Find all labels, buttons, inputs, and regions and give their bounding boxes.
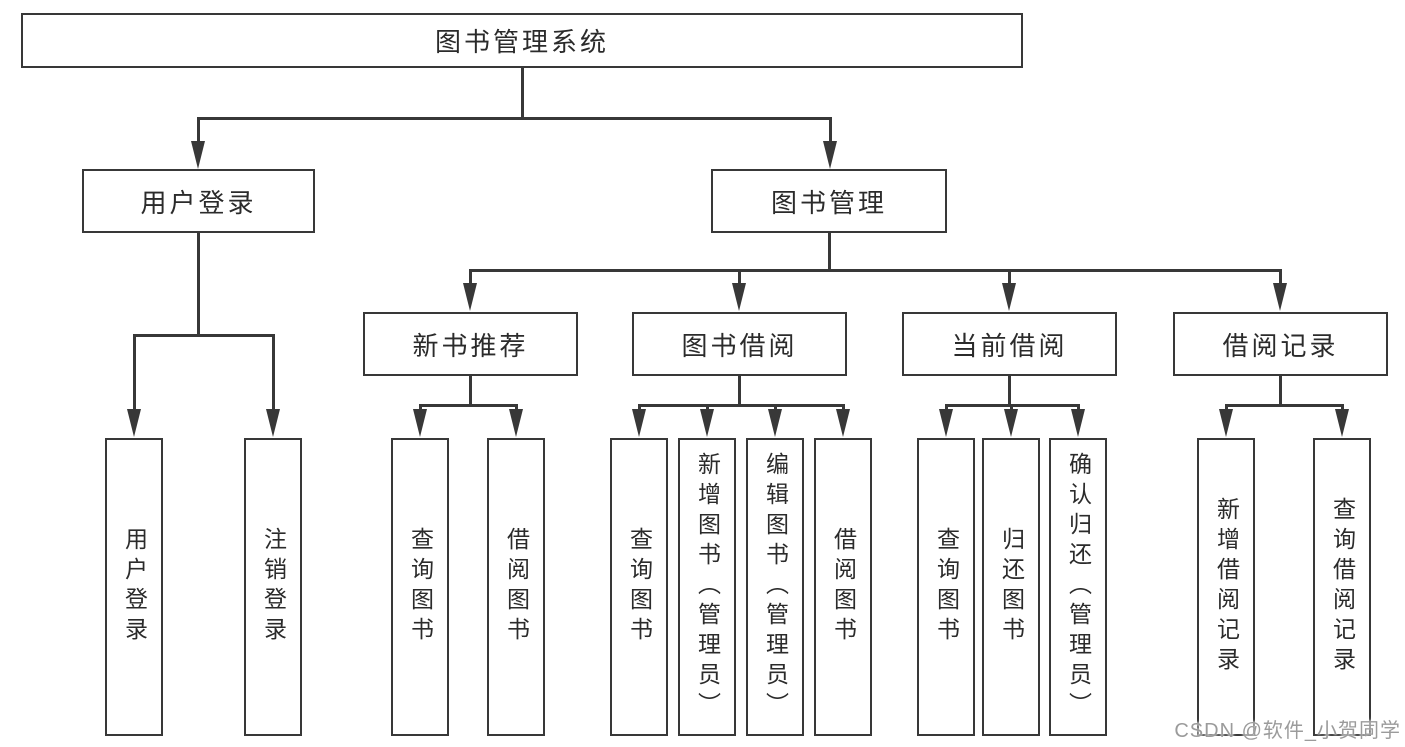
arrow-down-icon (836, 409, 850, 437)
arrow-down-icon (1273, 283, 1287, 311)
leaf-label: 借阅图书 (503, 527, 530, 647)
arrow-down-icon (768, 409, 782, 437)
connector-line (1008, 374, 1011, 405)
arrow-down-icon (732, 283, 746, 311)
node-label: 新书推荐 (412, 330, 529, 361)
arrow-down-icon (191, 141, 205, 169)
node-borrow-records: 借阅记录 (1173, 312, 1388, 376)
connector-line (514, 404, 518, 412)
connector-line (1278, 270, 1282, 286)
connector-line (773, 404, 777, 412)
connector-line (468, 270, 472, 286)
leaf-edit-books-admin: 编辑图书（管理员） (746, 438, 804, 736)
node-book-borrow: 图书借阅 (632, 312, 847, 376)
connector-line (196, 116, 832, 120)
leaf-label: 用户登录 (121, 527, 148, 647)
leaf-borrow-books: 借阅图书 (487, 438, 545, 736)
arrow-down-icon (1002, 283, 1016, 311)
watermark: CSDN @软件_小贺同学 (1174, 720, 1401, 742)
connector-line (196, 231, 200, 335)
arrow-down-icon (463, 283, 477, 311)
arrow-down-icon (823, 141, 837, 169)
leaf-label: 新增图书（管理员） (694, 452, 721, 722)
connector-line (637, 404, 641, 412)
leaf-query-books: 查询图书 (917, 438, 975, 736)
leaf-label: 查询图书 (407, 527, 434, 647)
connector-line (418, 403, 518, 407)
connector-line (520, 67, 524, 118)
connector-line (944, 404, 948, 412)
leaf-label: 查询借阅记录 (1329, 497, 1356, 677)
node-user-login: 用户登录 (82, 169, 315, 233)
leaf-query-books: 查询图书 (610, 438, 668, 736)
leaf-query-books: 查询图书 (391, 438, 449, 736)
arrow-down-icon (266, 409, 280, 437)
leaf-label: 注销登录 (260, 527, 287, 647)
arrow-down-icon (1219, 409, 1233, 437)
arrow-down-icon (509, 409, 523, 437)
leaf-label: 借阅图书 (830, 527, 857, 647)
arrow-down-icon (1335, 409, 1349, 437)
leaf-label: 编辑图书（管理员） (762, 452, 789, 722)
leaf-add-borrow-record: 新增借阅记录 (1197, 438, 1255, 736)
leaf-user-login: 用户登录 (105, 438, 163, 736)
connector-line (828, 117, 832, 145)
node-root: 图书管理系统 (21, 13, 1023, 68)
connector-line (1340, 404, 1344, 412)
connector-line (1009, 404, 1013, 412)
connector-line (469, 374, 472, 405)
connector-line (196, 117, 200, 145)
node-label: 图书借阅 (681, 330, 798, 361)
leaf-label: 新增借阅记录 (1213, 497, 1240, 677)
connector-line (271, 335, 275, 409)
leaf-confirm-return-admin: 确认归还（管理员） (1049, 438, 1107, 736)
arrow-down-icon (413, 409, 427, 437)
arrow-down-icon (1071, 409, 1085, 437)
connector-line (132, 335, 136, 409)
node-root-label: 图书管理系统 (434, 27, 609, 57)
leaf-label: 查询图书 (933, 527, 960, 647)
node-new-book-recommend: 新书推荐 (363, 312, 578, 376)
connector-line (827, 231, 831, 270)
connector-line (468, 268, 1282, 272)
arrow-down-icon (700, 409, 714, 437)
connector-line (1279, 374, 1282, 405)
connector-line (1224, 404, 1228, 412)
leaf-add-books-admin: 新增图书（管理员） (678, 438, 736, 736)
connector-line (1007, 270, 1011, 286)
arrow-down-icon (632, 409, 646, 437)
arrow-down-icon (1004, 409, 1018, 437)
leaf-query-borrow-record: 查询借阅记录 (1313, 438, 1371, 736)
leaf-logout: 注销登录 (244, 438, 302, 736)
connector-line (705, 404, 709, 412)
connector-line (132, 333, 275, 337)
connector-line (841, 404, 845, 412)
node-label: 图书管理 (770, 187, 887, 218)
leaf-borrow-books: 借阅图书 (814, 438, 872, 736)
arrow-down-icon (939, 409, 953, 437)
node-label: 当前借阅 (951, 330, 1068, 361)
connector-line (637, 403, 845, 407)
node-book-management: 图书管理 (711, 169, 947, 233)
leaf-label: 归还图书 (998, 527, 1025, 647)
connector-line (738, 374, 741, 405)
connector-line (1076, 404, 1080, 412)
leaf-label: 查询图书 (626, 527, 653, 647)
connector-line (737, 270, 741, 286)
leaf-label: 确认归还（管理员） (1065, 452, 1092, 722)
arrow-down-icon (127, 409, 141, 437)
connector-line (1224, 403, 1344, 407)
connector-line (418, 404, 422, 412)
leaf-return-books: 归还图书 (982, 438, 1040, 736)
node-label: 借阅记录 (1222, 330, 1339, 361)
node-label: 用户登录 (140, 187, 257, 218)
node-current-borrow: 当前借阅 (902, 312, 1117, 376)
